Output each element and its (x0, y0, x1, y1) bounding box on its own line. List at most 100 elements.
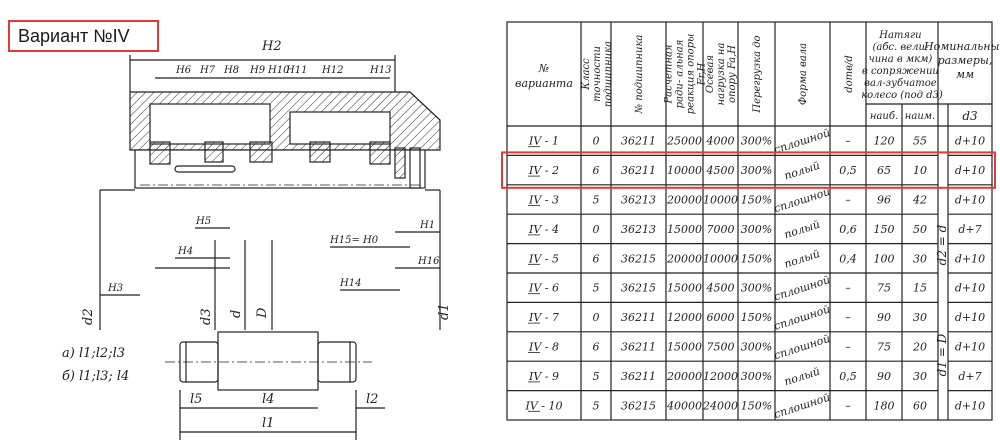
th-accuracy-class: Классточностиподшипника (581, 41, 614, 107)
dim-h16: H16 (417, 256, 440, 267)
cell-fa: 24000 (702, 399, 738, 412)
cell-max: 100 (874, 252, 895, 265)
cell-bearing: 36215 (621, 282, 656, 295)
cell-fa: 12000 (703, 370, 738, 383)
cell-acc: 0 (593, 223, 600, 236)
cell-max: 65 (877, 164, 891, 177)
cell-fa: 7500 (707, 341, 735, 354)
cell-fr: 15000 (667, 341, 702, 354)
cell-min: 30 (913, 252, 927, 265)
highlighted-row-frame (501, 151, 996, 189)
cell-max: 120 (874, 135, 895, 148)
cell-max: 90 (877, 370, 891, 383)
th-interference: Натяги (абс. вели- чина в мкм) в сопряже… (861, 30, 943, 101)
cell-d3: d+10 (955, 164, 985, 177)
cell-ratio: – (845, 311, 851, 324)
caption-a: a) l1;l2;l3 (62, 346, 125, 361)
dim-d3: d3 (199, 308, 214, 325)
cell-variant: IV - 3 (528, 194, 559, 207)
th-nominal-d3: d3 (962, 109, 978, 123)
cell-d3: d+10 (955, 135, 985, 148)
cell-variant: IV - 5 (528, 252, 559, 265)
th-interference-min: наим. (905, 111, 935, 122)
cell-max: 90 (877, 311, 891, 324)
th-bearing-no: № подшипника (634, 35, 645, 115)
assembly-drawing: H2 H6 H7 H8 H9 H10 H11 H12 H13 H5 H4 H3 … (62, 39, 452, 440)
cell-fa: 4500 (706, 164, 735, 177)
cell-variant: IV - 10 (525, 399, 563, 412)
th-d-ratio: dотв/d (844, 55, 855, 93)
cell-ratio: – (845, 399, 851, 412)
cell-min: 15 (913, 282, 927, 295)
cell-over: 300% (741, 370, 772, 383)
cell-max: 75 (877, 341, 891, 354)
cell-over: 150% (741, 311, 772, 324)
th-shaft-form: Форма вала (798, 43, 809, 105)
cell-acc: 5 (593, 194, 600, 207)
bearing-left (149, 141, 171, 165)
cell-over: 150% (741, 252, 772, 265)
cell-ratio: – (845, 341, 851, 354)
cell-form: полый (783, 159, 822, 183)
th-radial-load: Расчетнаяради- альнаяреакция опорыFr,H (664, 34, 708, 115)
th-interference-max: наиб. (870, 111, 898, 122)
cell-form: полый (783, 218, 822, 242)
cell-variant: IV - 1 (528, 135, 559, 148)
dim-h5: H5 (195, 216, 211, 227)
dim-h2: H2 (261, 39, 282, 54)
cell-ratio: – (845, 135, 851, 148)
cell-bearing: 36215 (621, 252, 656, 265)
cell-d3: d+10 (955, 194, 985, 207)
cell-fa: 10000 (703, 194, 738, 207)
cell-fr: 15000 (667, 282, 702, 295)
cell-variant: IV - 8 (528, 341, 559, 354)
cell-bearing: 36211 (621, 341, 656, 354)
cell-form: сплошной (772, 185, 831, 215)
cell-over: 300% (741, 282, 772, 295)
cell-ratio: 0,5 (839, 164, 857, 177)
cell-variant: IV - 6 (528, 282, 559, 295)
dim-l1: l1 (262, 416, 274, 431)
dim-h1: H1 (419, 220, 435, 231)
cell-over: 150% (741, 194, 772, 207)
cell-fr: 15000 (667, 223, 702, 236)
dim-h12: H12 (321, 65, 343, 76)
dim-h11: H11 (285, 65, 307, 76)
cell-d3: d+7 (958, 223, 981, 236)
cell-form: полый (783, 365, 822, 389)
cell-form: сплошной (772, 391, 831, 421)
cell-form: сплошной (772, 302, 831, 332)
dim-h6: H6 (175, 65, 192, 76)
cell-max: 96 (877, 194, 891, 207)
dim-h3: H3 (107, 283, 123, 294)
dim-d2: d2 (81, 308, 96, 325)
cell-d3: d+7 (958, 370, 981, 383)
cell-form: полый (783, 247, 822, 271)
cell-bearing: 36215 (621, 399, 656, 412)
cell-min: 50 (913, 223, 927, 236)
cell-over: 300% (741, 341, 772, 354)
cell-variant: IV - 9 (528, 370, 559, 383)
cell-fr: 20000 (666, 370, 702, 383)
cell-bearing: 36213 (621, 223, 656, 236)
dim-l5: l5 (190, 392, 202, 407)
cell-variant: IV - 2 (528, 164, 559, 177)
dim-h4: H4 (177, 246, 193, 257)
bearing-right (369, 141, 391, 165)
cell-min: 42 (912, 194, 927, 207)
dim-h8: H8 (223, 65, 239, 76)
cell-ratio: – (845, 194, 851, 207)
cell-ratio: – (845, 282, 851, 295)
cell-max: 75 (877, 282, 891, 295)
cell-fa: 10000 (703, 252, 738, 265)
cell-min: 60 (913, 399, 927, 412)
cell-form: сплошной (772, 273, 831, 303)
cell-acc: 5 (593, 282, 600, 295)
cell-acc: 0 (593, 311, 600, 324)
cell-acc: 5 (593, 399, 600, 412)
